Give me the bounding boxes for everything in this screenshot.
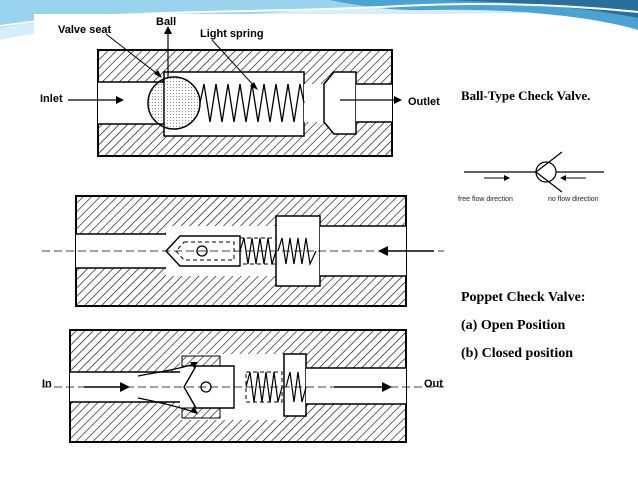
ball-type-title: Ball-Type Check Valve. (461, 88, 591, 103)
ball-valve-drawing (68, 26, 402, 157)
free-flow-label: free flow direction (458, 196, 513, 203)
no-flow-label: no flow direction (548, 196, 599, 203)
check-valve-symbol (464, 151, 604, 193)
inlet-label: Inlet (40, 93, 63, 105)
poppet-title: Poppet Check Valve: (461, 290, 586, 305)
poppet-valve-panel: In Out (34, 186, 452, 452)
check-valve-symbol-panel: free flow direction no flow direction (454, 142, 620, 210)
poppet-valve-drawing (42, 195, 444, 443)
ball-valve-panel: Valve seat Ball Light spring Inlet Outle… (34, 14, 452, 174)
open-position-label: (a) Open Position (461, 318, 566, 333)
closed-position-label: (b) Closed position (461, 346, 574, 361)
out-label: Out (424, 378, 443, 390)
outlet-label: Outlet (408, 96, 440, 108)
light-spring-label: Light spring (200, 28, 264, 40)
in-label: In (42, 378, 52, 390)
ball-label: Ball (156, 16, 177, 28)
valve-seat-label: Valve seat (58, 24, 112, 36)
ball (147, 76, 201, 130)
